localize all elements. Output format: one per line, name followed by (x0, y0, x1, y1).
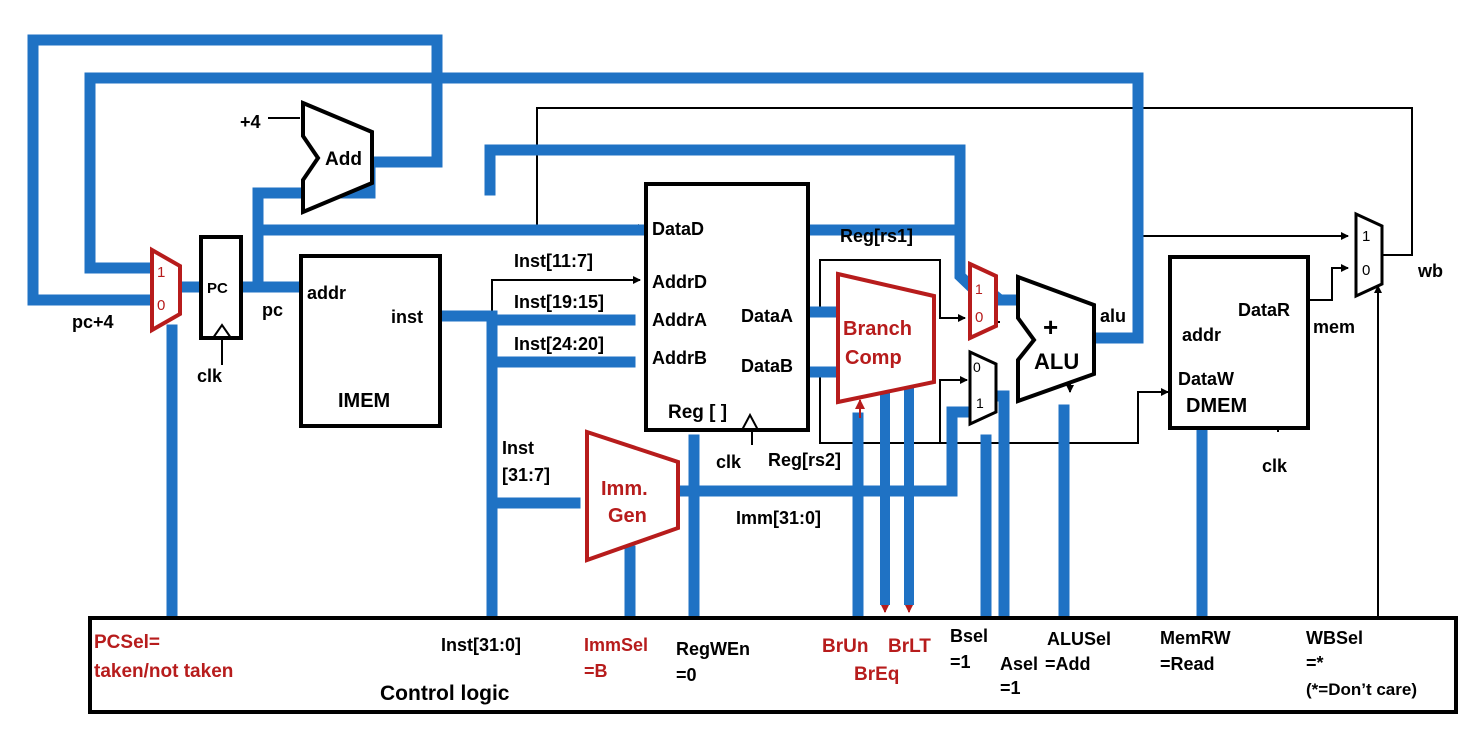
add-label: Add (325, 149, 362, 170)
clk-dmem-label: clk (1262, 456, 1288, 476)
pc-plus4-label: pc+4 (72, 312, 114, 332)
pc-signal-label: pc (262, 300, 283, 320)
pc-label: PC (207, 280, 228, 297)
control-logic-label: Control logic (380, 682, 510, 705)
alu-label: ALU (1034, 349, 1079, 374)
dmem (1168, 255, 1310, 430)
regwen-value: =0 (676, 665, 697, 685)
wb-mux: 1 0 (1354, 211, 1384, 299)
addra-label: AddrA (652, 310, 707, 330)
wb-mux-input-1: 1 (1362, 228, 1370, 245)
b-mux: 0 1 (968, 349, 998, 427)
brun-label: BrUn (822, 636, 868, 657)
mem-signal-label: mem (1313, 317, 1355, 337)
comp-label: Comp (845, 347, 902, 369)
reg-rs1-label: Reg[rs1] (840, 226, 913, 246)
dmem-label: DMEM (1186, 395, 1247, 417)
pc-mux: 1 0 (150, 246, 182, 334)
alusel-label: ALUSel (1047, 629, 1111, 649)
alu-signal-label: alu (1100, 306, 1126, 326)
register-file (644, 182, 810, 432)
addrb-label: AddrB (652, 348, 707, 368)
alu (1016, 274, 1096, 404)
a-mux-input-1: 1 (975, 281, 983, 297)
inst-19-15-label: Inst[19:15] (514, 292, 604, 312)
brlt-label: BrLT (888, 636, 931, 657)
dmem-addr-label: addr (1182, 325, 1221, 345)
a-mux: 1 0 (968, 260, 998, 342)
inst-31-7-label-a: Inst (502, 438, 534, 458)
wb-mux-input-0: 0 (1362, 262, 1370, 279)
imem-addr-label: addr (307, 283, 346, 303)
pcsel-label: PCSel= (94, 632, 160, 653)
datab-label: DataB (741, 356, 793, 376)
pc-adder: Add (301, 99, 374, 216)
labels: +4 pc+4 pc clk addr inst IMEM Inst[11:7]… (72, 112, 1443, 705)
imem (299, 254, 442, 428)
clk-reg-label: clk (716, 452, 742, 472)
imem-label: IMEM (338, 390, 390, 412)
breq-label: BrEq (854, 664, 899, 685)
alusel-value: =Add (1045, 654, 1091, 674)
b-mux-input-0: 0 (973, 359, 981, 375)
branch-outputs (855, 377, 914, 613)
reg-rs2-label: Reg[rs2] (768, 450, 841, 470)
clk-pc-label: clk (197, 366, 223, 386)
inst-31-7-label-b: [31:7] (502, 465, 550, 485)
pc-register: PC (199, 235, 243, 340)
inst-31-0-label: Inst[31:0] (441, 635, 521, 655)
datar-label: DataR (1238, 300, 1290, 320)
immsel-label: ImmSel (584, 635, 648, 655)
gen-label: Gen (608, 505, 647, 527)
wbsel-value: =* (1306, 653, 1324, 673)
wb-signal-label: wb (1417, 261, 1443, 281)
bsel-label: Bsel (950, 626, 988, 646)
wbsel-note: (*=Don’t care) (1306, 680, 1417, 699)
pc-mux-input-1: 1 (157, 264, 165, 281)
alu-plus-label: + (1043, 312, 1058, 342)
pc-mux-input-0: 0 (157, 297, 165, 314)
memrw-label: MemRW (1160, 628, 1231, 648)
control-logic (88, 616, 1458, 714)
b-mux-input-1: 1 (976, 395, 984, 411)
imm-signal-label: Imm[31:0] (736, 508, 821, 528)
wbsel-label: WBSel (1306, 628, 1363, 648)
pcsel-value: taken/not taken (94, 661, 233, 682)
memrw-value: =Read (1160, 654, 1215, 674)
a-mux-input-0: 0 (975, 309, 983, 326)
datad-label: DataD (652, 219, 704, 239)
branch-label: Branch (843, 318, 912, 340)
imm-gen (585, 429, 680, 563)
dataa-label: DataA (741, 306, 793, 326)
imm-label: Imm. (601, 478, 648, 500)
addrd-label: AddrD (652, 272, 707, 292)
active-path (27, 34, 1208, 618)
inst-24-20-label: Inst[24:20] (514, 334, 604, 354)
inst-port-label: inst (391, 307, 423, 327)
asel-label: Asel (1000, 654, 1038, 674)
plus4-label: +4 (240, 112, 261, 132)
branch-comparator (836, 271, 936, 405)
immsel-value: =B (584, 661, 608, 681)
inst-11-7-label: Inst[11:7] (514, 251, 593, 271)
bsel-value: =1 (950, 652, 971, 672)
regwen-label: RegWEn (676, 639, 750, 659)
asel-value: =1 (1000, 678, 1021, 698)
reg-label: Reg [ ] (668, 402, 727, 423)
dataw-label: DataW (1178, 369, 1234, 389)
